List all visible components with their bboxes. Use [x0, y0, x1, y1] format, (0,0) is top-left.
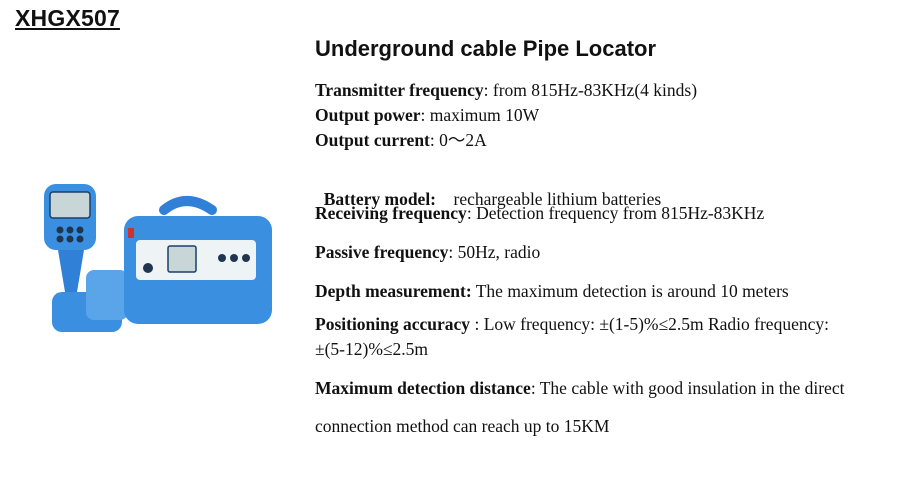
spec-value: Low frequency: ±(1-5)%≤2.5m Radio freque…: [315, 314, 829, 359]
spec-positioning-accuracy: Positioning accuracy : Low frequency: ±(…: [315, 312, 835, 362]
spec-value: 0～2A: [439, 130, 487, 150]
spec-output-current: Output current: 0～2A: [315, 128, 895, 153]
spec-depth-measurement: Depth measurement: The maximum detection…: [315, 279, 895, 304]
spec-value: from 815Hz-83KHz(4 kinds): [492, 80, 698, 100]
spec-label: Transmitter frequency: [315, 80, 484, 100]
spec-label: Output current: [315, 130, 430, 150]
spec-separator: :: [470, 314, 484, 334]
spec-label: Positioning accuracy: [315, 314, 471, 334]
spec-label: Depth measurement:: [315, 281, 472, 301]
spec-transmitter-frequency: Transmitter frequency: from 815Hz-83KHz(…: [315, 78, 895, 103]
spec-output-power: Output power: maximum 10W: [315, 103, 895, 128]
transmitter-unit: [124, 196, 272, 324]
model-number: XHGX507: [15, 5, 120, 31]
spec-value: Detection frequency from 815Hz-83KHz: [476, 203, 765, 223]
spec-label: Passive frequency: [315, 242, 449, 262]
spec-label: Receiving frequency: [315, 203, 467, 223]
spec-value: The maximum detection is around 10 meter…: [475, 281, 789, 301]
spec-label: Maximum detection distance: [315, 378, 531, 398]
spec-value: maximum 10W: [429, 105, 540, 125]
product-image: [44, 184, 272, 332]
spec-separator: :: [483, 80, 493, 100]
receiver-unit: [44, 184, 128, 332]
spec-value: 50Hz, radio: [457, 242, 541, 262]
spec-receiving-frequency: Receiving frequency: Detection frequency…: [315, 201, 895, 226]
spec-label: Battery model:: [323, 189, 437, 209]
spec-value: rechargeable lithium batteries: [453, 189, 662, 209]
spec-value: The cable with good insulation in the di…: [315, 378, 845, 436]
spec-separator: :: [530, 378, 540, 398]
spec-separator: :: [420, 105, 430, 125]
spec-battery-model: Battery model: rechargeable lithium batt…: [315, 162, 895, 212]
spec-maximum-detection-distance: Maximum detection distance: The cable wi…: [315, 369, 890, 445]
spec-passive-frequency: Passive frequency: 50Hz, radio: [315, 240, 895, 265]
spec-separator: :: [429, 130, 440, 150]
spec-separator: :: [466, 203, 477, 223]
product-title: Underground cable Pipe Locator: [315, 36, 657, 61]
spec-separator: :: [448, 242, 458, 262]
spec-label: Output power: [315, 105, 421, 125]
